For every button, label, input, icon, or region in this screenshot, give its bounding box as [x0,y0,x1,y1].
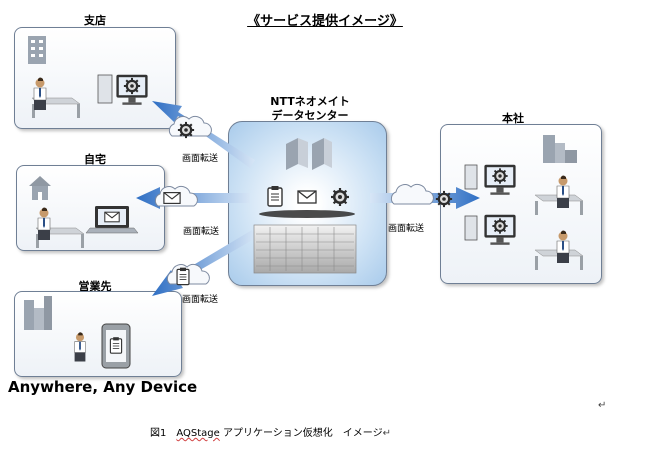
app-platform-shadow [259,210,355,218]
transfer-label-client-site: 画面転送 [182,295,219,305]
envelope-icon [297,190,317,204]
person-icon [556,230,570,264]
clipboard-icon [176,267,190,286]
gear-icon [176,120,196,140]
envelope-icon [163,192,181,204]
label-client-site: 営業先 [78,280,112,293]
cloud-icon [390,183,434,205]
gear-icon [329,186,351,208]
transfer-label-home: 画面転送 [183,227,220,237]
datacenter-building-icon [286,138,332,170]
gear-icon [491,217,509,235]
label-branch: 支店 [84,14,106,27]
person-icon [74,331,86,362]
label-datacenter-line2: データセンター [271,109,349,122]
person-icon [33,77,47,111]
city-buildings-icon [543,135,577,163]
arrow-to-branch [152,101,255,168]
label-headquarters: 本社 [502,112,524,125]
label-datacenter-line1: NTTネオメイト [270,95,350,108]
paragraph-mark: ↵ [598,400,607,411]
arrow-to-client-site [152,230,256,296]
gear-icon [434,189,454,209]
gear-icon [491,167,509,185]
server-rack-icon [253,224,357,274]
pc-tower-icon [97,74,113,104]
clipboard-icon [267,185,283,207]
figure-caption: 図1 AQStage アプリケーション仮想化 イメージ↵ [150,424,391,439]
label-home: 自宅 [84,153,106,166]
city-buildings-icon [24,296,52,330]
envelope-icon [104,211,120,223]
pc-tower-icon [464,164,478,190]
caption-end-mark: ↵ [382,428,391,439]
caption-suffix: アプリケーション仮想化 イメージ [219,428,383,439]
pc-tower-icon [464,215,478,241]
house-icon [29,176,51,200]
gear-icon [122,76,142,96]
clipboard-icon [109,336,123,354]
caption-prefix: 図1 [150,428,177,439]
transfer-label-branch: 画面転送 [182,154,219,164]
person-icon [37,207,51,241]
caption-product: AQStage [176,428,220,439]
office-building-icon [28,36,46,64]
person-icon [556,175,570,209]
transfer-label-headquarters: 画面転送 [388,224,425,234]
client-site-panel [14,291,182,377]
tagline: Anywhere, Any Device [8,378,198,396]
diagram-title: 《サービス提供イメージ》 [247,14,403,29]
